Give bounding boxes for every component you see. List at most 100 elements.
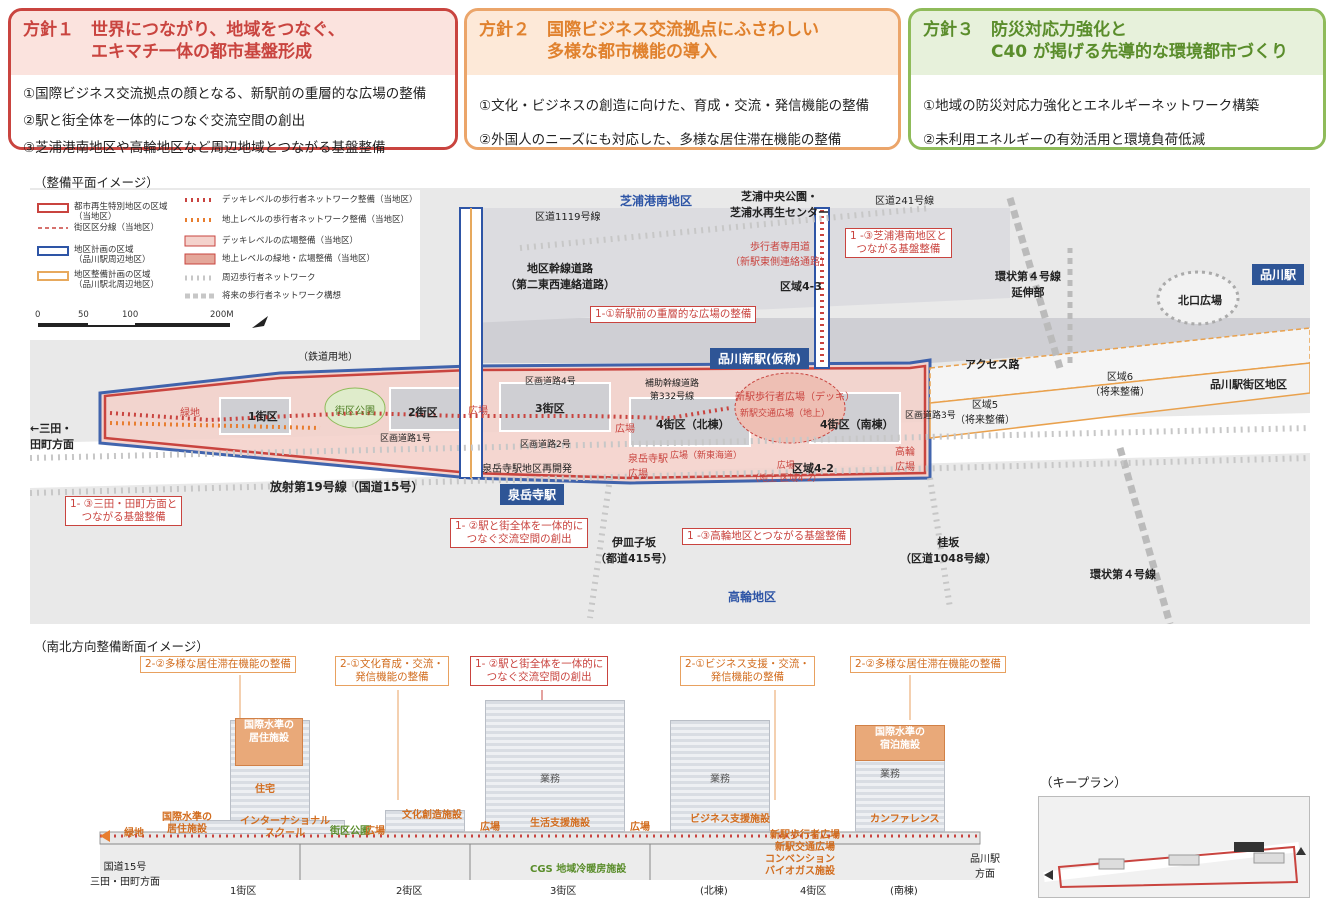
section-b1: 1街区: [230, 886, 257, 897]
map-label-plaza-ground: 新駅交通広場（地上）: [740, 409, 831, 419]
life-support: 生活支援施設: [530, 818, 590, 829]
map-label-takanawa-plaza: 高輪 広場: [895, 447, 915, 473]
map-label-sengakuji-redev: 泉岳寺駅地区再開発: [482, 464, 572, 475]
plan-map-graphic: [30, 197, 1310, 624]
map-label-access-road: アクセス路: [965, 358, 1020, 371]
map-label-takanawa: 高輪地区: [728, 590, 777, 604]
map-label-isarago: 伊皿子坂 （都道415号）: [595, 536, 673, 565]
callout-1-1: 1-①新駅前の重層的な広場の整備: [590, 306, 757, 323]
map-badge-shinagawa: 品川駅: [1252, 264, 1305, 285]
section-b4s: (南棟): [890, 886, 918, 897]
map-label-ring4-ext: 環状第４号線 延伸部: [995, 270, 1061, 299]
policy-3-item-1: ①地域の防災対応力強化とエネルギーネットワーク構築: [923, 98, 1260, 114]
hotel-box: 国際水準の 宿泊施設: [855, 725, 945, 761]
map-label-road-b4: 区画道路4号: [525, 377, 576, 387]
policy-1-item-3: ③芝浦港南地区や高輪地区など周辺地域とつながる基盤整備: [23, 140, 386, 156]
section-heading: （南北方向整備断面イメージ）: [34, 639, 209, 654]
policy-2-item-1: ①文化・ビジネスの創造に向けた、育成・交流・発信機能の整備: [479, 98, 870, 114]
callout-1-2: 1- ②駅と街全体を一体的に つなぐ交流空間の創出: [450, 518, 589, 548]
housing-label: 住宅: [255, 784, 275, 795]
map-label-plaza-b: 広場: [615, 424, 635, 435]
section-plaza-2: 広場: [480, 822, 500, 833]
section-tag-1-2: 1- ②駅と街全体を一体的に つなぐ交流空間の創出: [470, 656, 609, 686]
map-label-trunk-road: 地区幹線道路 （第二東西連絡道路）: [505, 262, 615, 291]
map-label-shibaura: 芝浦港南地区: [620, 194, 693, 208]
map-label-north-plaza: 北口広場: [1178, 294, 1222, 307]
keyplan-graphic: [1043, 842, 1306, 889]
map-label-aux-road: 補助幹線道路 第332号線: [645, 379, 700, 402]
cgs-facility: CGS 地域冷暖房施設: [530, 864, 627, 875]
keyplan-heading: （キープラン）: [1040, 775, 1127, 790]
map-label-mita: ←三田・ 田町方面: [30, 422, 74, 451]
plan-map: 芝浦港南地区 芝浦中央公園・ 芝浦水再生センター 区道1119号線 区道241号…: [30, 188, 1310, 624]
callout-1-3-shibaura: 1 -③芝浦港南地区と つながる基盤整備: [845, 228, 952, 258]
section-park: 街区公園: [330, 826, 370, 837]
map-label-plaza-deck: 新駅歩行者広場（デッキ）: [735, 392, 855, 403]
legend-plan-area: 地区計画の区域 （品川駅周辺地区）: [74, 245, 151, 265]
legend-district-line: 街区区分線（当地区）: [74, 223, 160, 233]
map-label-block4s: 4街区（南棟）: [820, 418, 894, 431]
policy-2-title: 方針２ 国際ビジネス交流拠点にふさわしい 多様な都市機能の導入: [467, 11, 898, 75]
map-label-katsurazaka: 桂坂 （区道1048号線）: [900, 536, 997, 565]
map-label-zone5: 区域5 （将来整備）: [955, 400, 1015, 426]
office-label-1: 業務: [540, 774, 560, 785]
map-label-plaza-42: 広場 （地上 区域4-2）: [750, 461, 822, 484]
business-support: ビジネス支援施設: [690, 814, 770, 825]
map-label-station-district: 品川駅街区地区: [1210, 378, 1287, 391]
map-label-zone6: 区域6 （将来整備）: [1090, 372, 1150, 398]
section-drawing: 2-②多様な居住滞在機能の整備 2-①文化育成・交流・ 発信機能の整備 1- ②…: [30, 650, 1030, 900]
policy-1-box: 方針１ 世界につながり、地域をつなぐ、 エキマチ一体の都市基盤形成 ①国際ビジネ…: [8, 8, 458, 156]
legend-future-net: 将来の歩行者ネットワーク構想: [222, 291, 342, 301]
convention-facility: コンベンション バイオガス施設: [765, 854, 835, 877]
policy-1-item-2: ②駅と街全体を一体的につなぐ交流空間の創出: [23, 113, 306, 129]
section-b4: 4街区: [800, 886, 827, 897]
map-label-block2: 2街区: [408, 406, 438, 419]
section-graphic: [99, 675, 981, 880]
intl-school: インターナショナル スクール: [240, 816, 330, 839]
map-legend: 都市再生特別地区の区域 （当地区） 街区区分線（当地区） 地区計画の区域 （品川…: [30, 190, 420, 340]
map-label-zone42: 区域4-2: [792, 462, 834, 475]
plan-heading: （整備平面イメージ）: [34, 175, 159, 190]
section-plaza-1: 広場: [365, 826, 385, 837]
shinagawa-dir-label: 品川駅 方面: [970, 854, 1000, 880]
keyplan-box: [1038, 796, 1310, 898]
conference: カンファレンス: [870, 814, 940, 825]
section-b4n: (北棟): [700, 886, 728, 897]
legend-scale-100: 100: [122, 310, 139, 320]
section-green: 緑地: [124, 828, 144, 839]
map-label-zone43: 区域4-3: [780, 280, 822, 293]
map-label-block4n: 4街区（北棟）: [656, 418, 730, 431]
building-block3: [485, 700, 625, 832]
policy-3-box: 方針３ 防災対応力強化と C40 が掲げる先導的な環境都市づくり ①地域の防災対…: [908, 8, 1326, 150]
policy-1-title: 方針１ 世界につながり、地域をつなぐ、 エキマチ一体の都市基盤形成: [11, 11, 455, 75]
section-tag-2-2b: 2-②多様な居住滞在機能の整備: [850, 656, 1006, 673]
culture-facility: 文化創造施設: [402, 810, 462, 821]
residence-intl2: 国際水準の 居住施設: [162, 812, 212, 835]
building-block4-north: [670, 720, 770, 832]
legend-scale-0: 0: [35, 310, 41, 320]
map-label-road-b3: 区画道路3号: [905, 411, 956, 421]
route15-label: 国道15号 三田・田町方面: [90, 862, 160, 888]
section-tag-2-1b: 2-①ビジネス支援・交流・ 発信機能の整備: [680, 656, 815, 686]
policy-2-item-2: ②外国人のニーズにも対応した、多様な居住滞在機能の整備: [479, 132, 842, 148]
map-label-route19: 放射第19号線（国道15号）: [270, 480, 424, 494]
office-label-3: 業務: [880, 769, 900, 780]
map-label-road-b2: 区画道路2号: [520, 440, 571, 450]
building-block1-base: [170, 820, 345, 834]
legend-district-area: 都市再生特別地区の区域 （当地区）: [74, 202, 168, 222]
legend-deck-plaza: デッキレベルの広場整備（当地区）: [222, 236, 359, 246]
section-tag-2-1a: 2-①文化育成・交流・ 発信機能の整備: [335, 656, 449, 686]
policy-1-item-1: ①国際ビジネス交流拠点の顔となる、新駅前の重層的な広場の整備: [23, 86, 427, 102]
map-label-park: 街区公園: [335, 406, 375, 417]
map-label-pedestrian-road: 歩行者専用道 （新駅東側連絡通路）: [730, 242, 830, 268]
map-label-block1: 1街区: [248, 410, 278, 423]
section-plaza-3: 広場: [630, 822, 650, 833]
map-label-road-b1: 区画道路1号: [380, 434, 431, 444]
map-label-plaza-a: 広場: [468, 406, 488, 417]
legend-ground-plaza: 地上レベルの緑地・広場整備（当地区）: [222, 254, 376, 264]
office-label-2: 業務: [710, 774, 730, 785]
callout-1-3-mita: 1- ③三田・田町方面と つながる基盤整備: [65, 496, 183, 526]
map-badge-sengakuji: 泉岳寺駅: [500, 484, 565, 505]
map-label-new-passage: 広場（新東海道）: [670, 451, 743, 461]
map-label-rail-land: （鉄道用地）: [298, 352, 358, 363]
